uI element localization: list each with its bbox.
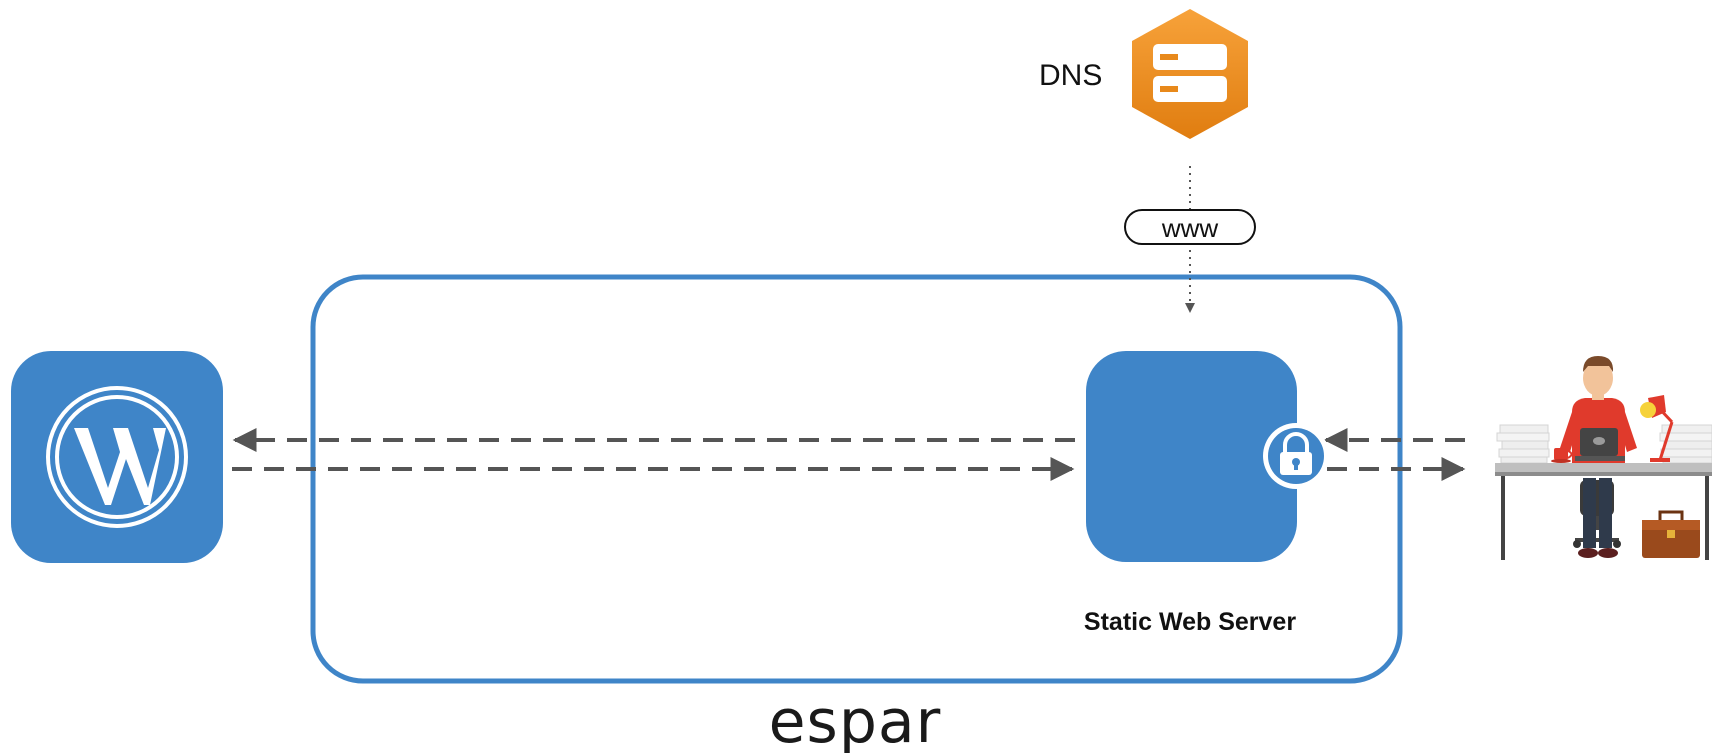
padlock-icon — [1263, 423, 1329, 489]
dns-server-icon — [1132, 9, 1248, 139]
static-web-server-label: Static Web Server — [1084, 608, 1296, 636]
dns-label: DNS — [1039, 59, 1102, 92]
developer-at-desk-illustration — [1495, 356, 1712, 560]
www-label: www — [1161, 213, 1219, 243]
wordpress-logo-icon — [46, 386, 188, 528]
static-web-server-node — [1086, 351, 1297, 562]
server-container — [310, 274, 1403, 684]
espar-brand-logo: espar — [769, 687, 942, 753]
wordpress-node — [11, 351, 223, 563]
www-badge: www — [1124, 209, 1256, 245]
